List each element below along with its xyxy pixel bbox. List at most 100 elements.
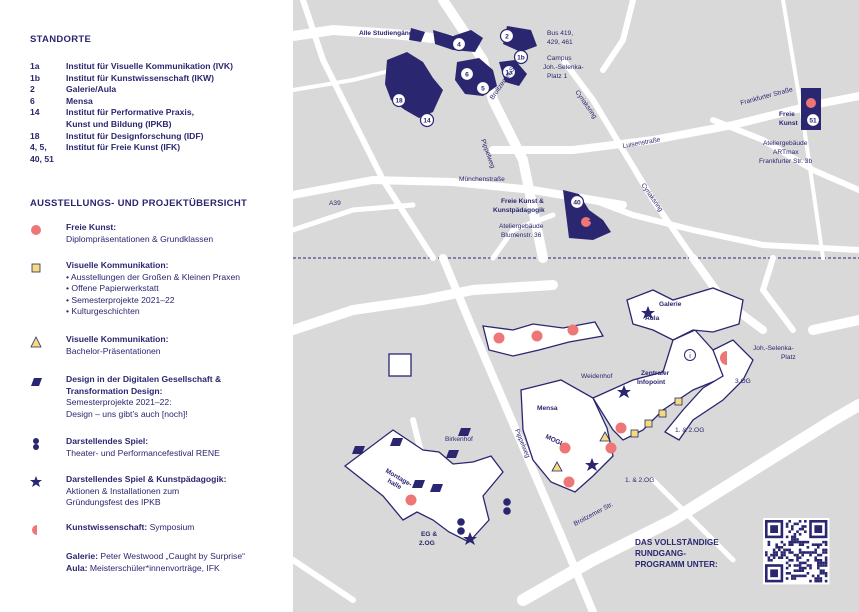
svg-text:6: 6 (465, 71, 469, 78)
item-line: Aktionen & Installationen zum (66, 485, 180, 496)
location-number: 1a (30, 61, 40, 71)
location-entry: Kunst und Bildung (IPKB) (30, 118, 172, 130)
svg-text:1a: 1a (505, 69, 513, 76)
location-entry: 40, 51 (30, 153, 66, 165)
location-entry: 4, 5, Institut für Freie Kunst (IFK) (30, 141, 180, 153)
star-icon (30, 476, 42, 487)
svg-text:18: 18 (395, 97, 403, 104)
svg-text:Frankfurter Str. 3b: Frankfurter Str. 3b (759, 158, 812, 165)
location-number: 2 (30, 84, 35, 95)
item-title: Visuelle Kommunikation: (66, 334, 169, 344)
item-line: • Semesterprojekte 2021–22 (66, 294, 175, 305)
building-number-badge: 14 (419, 112, 435, 128)
label-mensa: Mensa (537, 405, 558, 412)
darstellendes-spiel-dots (457, 498, 511, 535)
svg-text:Ateliergebäude: Ateliergebäude (763, 140, 808, 147)
label-weidenhof: Weidenhof (581, 373, 613, 380)
infopoint-icon[interactable] (684, 349, 696, 361)
star-markers-bottom (463, 306, 655, 545)
svg-text:Platz: Platz (781, 354, 796, 361)
qr-code[interactable] (763, 518, 830, 585)
legend-symbol (30, 437, 42, 450)
svg-text:Platz 1: Platz 1 (547, 73, 567, 80)
credit-label: Aula: (66, 563, 88, 573)
label-joh-selenka-platz: Joh.-Selenka- (753, 345, 794, 352)
svg-text:40: 40 (573, 199, 581, 206)
building-number-badge: 40 (569, 194, 585, 210)
legend-item: Kunstwissenschaft: Symposium (66, 522, 288, 534)
svg-text:51: 51 (809, 117, 817, 124)
building-og-wing (664, 339, 754, 441)
location-name: Institut für Kunstwissenschaft (IKW) (66, 72, 215, 83)
building-number-badge: 18 (391, 92, 407, 108)
svg-text:i: i (689, 353, 691, 360)
svg-text:1b: 1b (517, 54, 525, 61)
label-a39: A39 (329, 200, 341, 207)
item-line: Design – uns gibt’s auch [noch]! (66, 408, 188, 419)
legend-item: Design in der Digitalen Gesellschaft &Tr… (66, 374, 288, 420)
legend-symbol (30, 475, 42, 487)
legend-item: Darstellendes Spiel:Theater- und Perform… (66, 436, 288, 459)
item-title: Darstellendes Spiel: (66, 436, 149, 446)
freie-kunst-marker-40 (581, 217, 591, 227)
legend-item: Visuelle Kommunikation:Bachelor-Präsenta… (66, 334, 288, 357)
label-birkenhof: Birkenhof (445, 436, 473, 443)
bottom-roads (293, 254, 859, 612)
building-number-badge: 1a (501, 64, 517, 80)
item-line: • Kulturgeschichten (66, 306, 140, 316)
svg-text:RUNDGANG-: RUNDGANG- (635, 549, 686, 558)
location-entry: 2 Galerie/Aula (30, 83, 116, 95)
credit-line: Aula: Meisterschüler*innenvorträge, IFK (66, 563, 290, 575)
location-number: 4, 5, (30, 142, 47, 153)
svg-text:Joh.-Selenka-: Joh.-Selenka- (543, 64, 584, 71)
overview-title: AUSSTELLUNGS- UND PROJEKTÜBERSICHT (30, 198, 248, 209)
legend-symbol (30, 223, 42, 235)
svg-text:Blumenstr. 36: Blumenstr. 36 (501, 232, 542, 239)
label-og-2: 1. & 2.OG (625, 477, 654, 484)
item-title: Kunstwissenschaft: (66, 522, 148, 532)
legend-symbol (30, 261, 42, 273)
item-line: • Ausstellungen der Großen & Kleinen Pra… (66, 271, 241, 282)
item-line: Bachelor-Präsentationen (66, 345, 161, 356)
svg-text:Kunst: Kunst (779, 120, 798, 127)
top-markers (581, 98, 816, 227)
svg-text:DAS VOLLSTÄNDIGE: DAS VOLLSTÄNDIGE (635, 537, 719, 547)
svg-text:Ateliergebäude: Ateliergebäude (499, 223, 544, 230)
kunstwissenschaft-halfcircle-marker (720, 351, 727, 365)
item-title: Darstellendes Spiel & Kunstpädagogik: (66, 474, 227, 484)
item-title: Freie Kunst: (66, 222, 117, 232)
building-montagehalle (343, 429, 504, 543)
svg-text:2.OG: 2.OG (419, 540, 435, 547)
svg-text:Freie: Freie (779, 111, 795, 118)
location-name: Institut für Freie Kunst (IFK) (66, 142, 181, 153)
svg-text:PROGRAMM UNTER:: PROGRAMM UNTER: (635, 560, 718, 569)
legend-symbol (30, 523, 42, 535)
item-line: • Offene Papierwerkstatt (66, 283, 159, 293)
freie-kunst-marker-51 (806, 98, 816, 108)
label-alle-studiengaenge: Alle Studiengänge (359, 30, 417, 37)
svg-text:429, 461: 429, 461 (547, 39, 573, 46)
location-name: Institut für Visuelle Kommunikation (IVK… (66, 61, 233, 71)
legend-item: Visuelle Kommunikation:• Ausstellungen d… (66, 260, 288, 318)
legend-item: Freie Kunst:Diplompräsentationen & Grund… (66, 222, 288, 245)
label-eg-2og: EG & (421, 531, 437, 538)
svg-text:Freie Kunst &: Freie Kunst & (501, 198, 544, 205)
building-number-badge: 5 (475, 80, 491, 96)
label-3og: 3.OG (735, 378, 751, 385)
credit-label: Galerie: (66, 551, 99, 561)
design-parallelograms (352, 428, 471, 492)
location-name: Galerie/Aula (66, 84, 117, 95)
star-icon (588, 215, 602, 228)
location-name: Kunst und Bildung (IPKB) (66, 119, 172, 129)
label-aula: Aula (645, 315, 660, 322)
svg-text:5: 5 (481, 85, 485, 92)
credit-text: Meisterschüler*innenvorträge, IFK (89, 563, 220, 573)
credit-line: Galerie: Peter Westwood „Caught by Surpr… (66, 551, 290, 563)
item-title: Visuelle Kommunikation: (66, 260, 169, 270)
half-circle-icon (32, 525, 37, 535)
